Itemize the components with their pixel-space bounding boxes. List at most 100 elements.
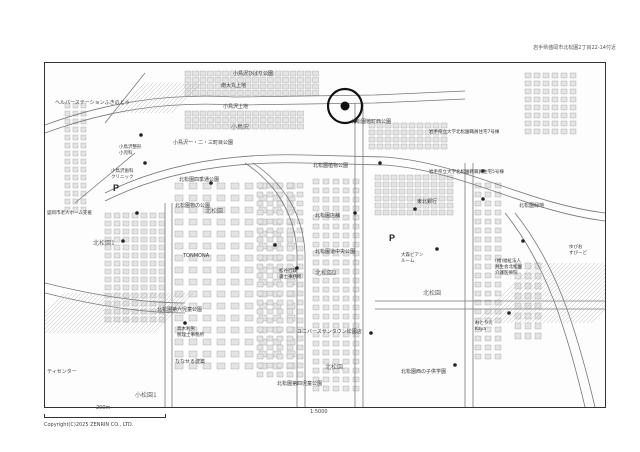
house-block (422, 209, 430, 216)
house-block (256, 308, 264, 315)
house-block (408, 143, 416, 150)
house-block (131, 252, 139, 259)
house-block (484, 191, 492, 198)
house-block (256, 218, 264, 225)
house-block (266, 326, 274, 333)
house-block (438, 209, 446, 216)
hatch-line (92, 292, 134, 334)
parking-icon: P (389, 233, 395, 243)
hatch-line (118, 82, 150, 114)
house-block (259, 123, 267, 130)
label-universe-store: ユニバースサンタウン松園店 (297, 329, 362, 335)
house-block (113, 228, 121, 235)
house-block (202, 230, 212, 238)
house-block (534, 332, 542, 340)
house-block (229, 77, 237, 83)
house-block (322, 331, 330, 338)
house-block (524, 96, 532, 103)
hatch-line (152, 292, 194, 334)
house-block (382, 202, 390, 209)
house-block (289, 77, 297, 83)
house-block (332, 322, 340, 329)
copyright: Copyright(C)2025 ZENRIN CO., LTD. (44, 422, 134, 428)
house-block (352, 286, 360, 293)
house-block (374, 209, 382, 216)
house-block (352, 349, 360, 356)
house-block (332, 214, 340, 221)
label-park-kitamatsuzono-2: 北松園植物公園 (313, 163, 349, 169)
house-block (64, 174, 71, 181)
hatch-line (558, 276, 605, 324)
house-block (244, 290, 254, 298)
house-block (286, 182, 294, 189)
house-block (286, 353, 294, 360)
hatch-line (166, 82, 198, 114)
house-block (276, 182, 284, 189)
house-block (149, 220, 157, 227)
house-block (222, 70, 229, 77)
house-block (244, 338, 254, 346)
place-dot (209, 181, 213, 185)
house-block (312, 322, 320, 329)
house-block (244, 77, 252, 83)
house-block (551, 112, 559, 119)
house-block (322, 241, 330, 248)
house-block (113, 220, 121, 227)
house-block (296, 290, 304, 297)
house-block (199, 77, 207, 83)
house-block (524, 80, 532, 87)
house-block (256, 263, 264, 270)
hatch-line (84, 292, 126, 334)
house-block (322, 232, 330, 239)
house-block (332, 340, 340, 347)
house-block (259, 117, 267, 123)
house-block (296, 254, 304, 261)
house-block (122, 300, 130, 307)
house-block (352, 241, 360, 248)
house-block (322, 259, 330, 266)
house-block (312, 83, 319, 90)
house-block (229, 90, 237, 96)
house-block (390, 174, 398, 181)
house-block (131, 244, 139, 251)
house-block (342, 304, 350, 311)
house-block (131, 308, 139, 315)
house-block (390, 195, 398, 202)
house-block (514, 282, 522, 290)
map-frame[interactable]: P P ヘルパーステーションふきのとう 小鳥沢ひばり公園 南大丸上地 小鳥沢上地… (44, 62, 606, 408)
house-block (276, 227, 284, 234)
house-block (230, 254, 240, 262)
house-block (312, 70, 319, 77)
house-block (276, 272, 284, 279)
house-block (266, 362, 274, 369)
hatch-line (546, 264, 605, 324)
place-dot (378, 161, 382, 165)
house-block (192, 117, 199, 123)
house-block (430, 181, 438, 188)
house-block (374, 181, 382, 188)
house-block (72, 118, 79, 125)
house-block (286, 236, 294, 243)
house-block (276, 317, 284, 324)
house-block (352, 277, 360, 284)
hatch-line (146, 82, 178, 114)
house-block (342, 232, 350, 239)
house-block (140, 236, 148, 243)
house-block (342, 223, 350, 230)
house-block (332, 205, 340, 212)
house-block (474, 236, 482, 243)
house-block (188, 350, 198, 358)
house-block (384, 129, 392, 136)
hatch-line (80, 292, 122, 334)
hatch-line (45, 292, 78, 326)
label-komori-higashi: 小鳥沢上地 (223, 104, 249, 110)
house-block (149, 284, 157, 291)
house-block (104, 228, 112, 235)
circle-pin-icon[interactable] (326, 87, 364, 125)
house-block (216, 338, 226, 346)
house-block (446, 202, 454, 209)
house-block (199, 117, 207, 123)
house-block (322, 187, 330, 194)
house-block (368, 129, 376, 136)
house-block (332, 178, 340, 185)
